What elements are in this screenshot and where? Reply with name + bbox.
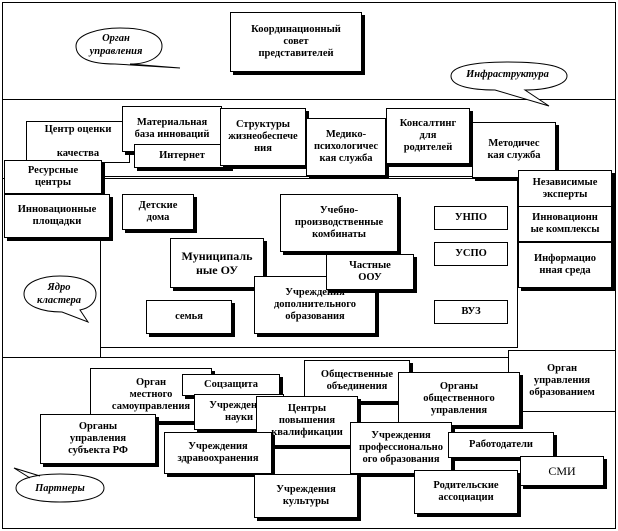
addl-education-box: Учреждения дополнительного образования [254, 276, 376, 334]
separator-line [2, 357, 508, 358]
partners-callout: Партнеры [10, 467, 110, 508]
infrastructure-callout: Инфраструктура [445, 60, 570, 107]
info-environment-box: Информацио нная среда [518, 242, 612, 288]
public-associations-box: Общественные объединения [304, 360, 410, 402]
municipal-schools-box: Муниципаль ные ОУ [170, 238, 264, 288]
spo-box: УСПО [434, 242, 508, 266]
regional-government-box: Органы управления субъекта РФ [40, 414, 156, 464]
resource-centers-box: Ресурсные центры [4, 160, 102, 194]
speech-bubble-icon [13, 467, 105, 503]
innovation-complexes-box: Инновационн ые комплексы [518, 206, 612, 242]
unpo-box: УНПО [434, 206, 508, 230]
private-schools-box: Частные ООУ [326, 254, 414, 290]
governance-callout: Орган управления [70, 26, 181, 70]
healthcare-box: Учреждения здравоохранения [164, 432, 272, 474]
social-protection-box: Соцзащита [182, 374, 280, 396]
method-service-box: Методичес кая служба [472, 122, 556, 178]
public-governance-box: Органы общественного управления [398, 372, 520, 426]
advanced-training-box: Центры повышения квалификации [256, 396, 358, 446]
prof-education-box: Учреждения профессионально ого образован… [350, 422, 452, 474]
quality-assessment-center: Центр оценки качества [26, 121, 130, 163]
speech-bubble-icon [75, 27, 181, 69]
core-callout-label: Ядро кластера [36, 282, 82, 306]
university-box: ВУЗ [434, 300, 508, 324]
speech-bubble-icon [450, 61, 568, 107]
independent-experts-box: Независимые эксперты [518, 170, 612, 208]
coordination-council: Координационный совет представителей [230, 12, 362, 72]
training-plants-box: Учебно- производственные комбинаты [280, 194, 398, 252]
life-support-box: Структуры жизнеобеспече ния [220, 108, 306, 166]
separator-line-2 [100, 177, 101, 357]
core-callout: Ядро кластера [18, 270, 100, 324]
med-psych-service-box: Медико- психологичес кая служба [306, 118, 386, 176]
culture-institutions-box: Учреждения культуры [254, 474, 358, 518]
partners-callout-label: Партнеры [35, 483, 85, 494]
media-box: СМИ [520, 456, 604, 486]
innovation-sites-box: Инновационные площадки [4, 194, 110, 238]
parent-consulting-box: Консалтинг для родителей [386, 108, 470, 164]
orphanages-box: Детские дома [122, 194, 194, 230]
parent-associations-box: Родительские ассоциации [414, 470, 518, 514]
speech-bubble-icon [23, 275, 97, 324]
employers-box: Работодатели [448, 432, 554, 458]
infrastructure-band [2, 99, 616, 179]
education-authority-box: Орган управления образованием [508, 350, 616, 412]
internet-box: Интернет [134, 144, 230, 168]
family-box: семья [146, 300, 232, 334]
governance-callout-label: Орган управления [89, 33, 143, 57]
infrastructure-callout-label: Инфраструктура [466, 69, 549, 80]
